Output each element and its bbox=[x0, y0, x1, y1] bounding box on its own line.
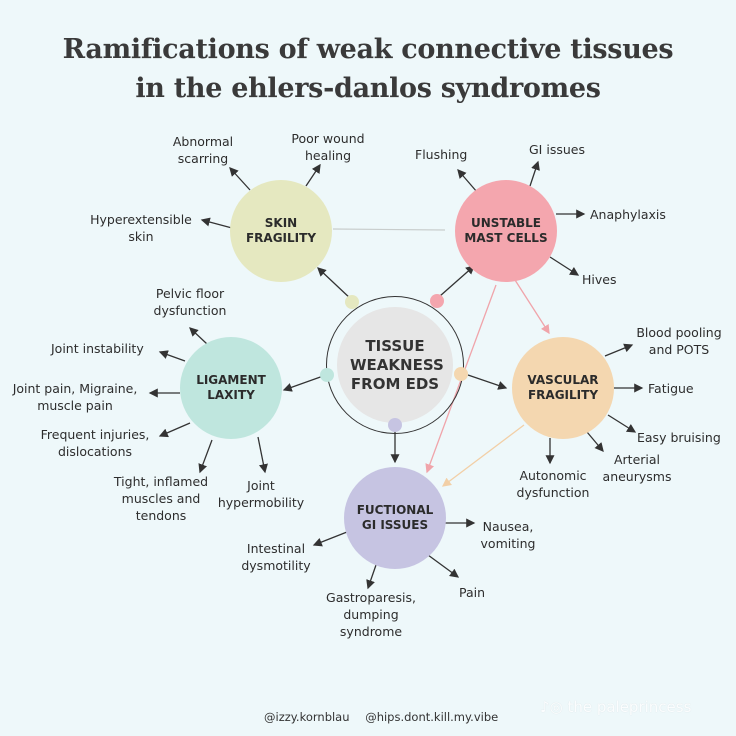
dot-vascular bbox=[454, 367, 468, 381]
footer-credits: @izzy.kornblau @hips.dont.kill.my.vibe bbox=[264, 710, 510, 724]
vascular-item-fatigue: Fatigue bbox=[648, 381, 694, 396]
ligament-item-joint-instability: Joint instability bbox=[51, 341, 144, 356]
skin-fragility-label: SKIN FRAGILITY bbox=[245, 216, 317, 245]
ligament-item-joint-pain: Joint pain, Migraine, muscle pain bbox=[12, 381, 138, 413]
vascular-item-autonomic-dysfunction: Autonomic dysfunction bbox=[516, 468, 590, 500]
arrow-center-vascular bbox=[467, 374, 508, 390]
title-line-1: Ramifications of weak connective tissues bbox=[62, 34, 674, 65]
skin-item-poor-wound-healing: Poor wound healing bbox=[291, 131, 365, 163]
vascular-item-arterial-aneurysms: Arterial aneurysms bbox=[602, 452, 672, 484]
ligament-item-tight-muscles: Tight, inflamed muscles and tendons bbox=[113, 474, 209, 523]
gi-item-pain: Pain bbox=[459, 585, 486, 600]
vascular-item-easy-bruising: Easy bruising bbox=[637, 430, 721, 445]
vascular-fragility-node: VASCULAR FRAGILITY bbox=[512, 337, 614, 439]
skin-item-hyperextensible-skin: Hyperextensible skin bbox=[90, 212, 192, 244]
mast-cells-label: UNSTABLE MAST CELLS bbox=[464, 216, 548, 245]
arrow-center-ligament bbox=[282, 374, 327, 392]
ligament-item-joint-hypermobility: Joint hypermobility bbox=[217, 478, 305, 510]
ligament-item-frequent-injuries: Frequent injuries, dislocations bbox=[40, 427, 150, 459]
footer-handle-1: @izzy.kornblau bbox=[264, 710, 350, 724]
mast-item-gi-issues: GI issues bbox=[529, 142, 585, 157]
gi-issues-node: FUCTIONAL GI ISSUES bbox=[344, 467, 446, 569]
gi-item-nausea-vomiting: Nausea, vomiting bbox=[480, 519, 536, 551]
ligament-laxity-label: LIGAMENT LAXITY bbox=[196, 373, 266, 402]
gi-issues-label: FUCTIONAL GI ISSUES bbox=[356, 503, 434, 532]
dot-gi bbox=[388, 418, 402, 432]
watermark: ♪◎ the paleprincess bbox=[540, 698, 691, 716]
mast-item-anaphylaxis: Anaphylaxis bbox=[590, 207, 666, 222]
arrow-mast-vascular bbox=[514, 279, 550, 335]
center-label: TISSUE WEAKNESS FROM EDS bbox=[350, 336, 444, 393]
arrow-skin-mast bbox=[332, 228, 446, 231]
dot-ligament bbox=[320, 368, 334, 382]
mast-cells-node: UNSTABLE MAST CELLS bbox=[455, 180, 557, 282]
arrow-center-mast bbox=[439, 265, 475, 297]
footer-handle-2: @hips.dont.kill.my.vibe bbox=[365, 710, 499, 724]
vascular-fragility-label: VASCULAR FRAGILITY bbox=[527, 373, 599, 402]
dot-mast bbox=[430, 294, 444, 308]
mast-item-flushing: Flushing bbox=[415, 147, 468, 162]
vascular-item-blood-pooling: Blood pooling and POTS bbox=[636, 325, 722, 357]
title-line-2: in the ehlers-danlos syndromes bbox=[135, 73, 601, 104]
gi-item-intestinal-dysmotility: Intestinal dysmotility bbox=[241, 541, 311, 573]
skin-item-abnormal-scarring: Abnormal scarring bbox=[172, 134, 234, 166]
ligament-item-pelvic-floor: Pelvic floor dysfunction bbox=[153, 286, 227, 318]
dot-skin bbox=[345, 295, 359, 309]
skin-fragility-node: SKIN FRAGILITY bbox=[230, 180, 332, 282]
diagram-title: Ramifications of weak connective tissues… bbox=[0, 30, 736, 108]
gi-item-gastroparesis: Gastroparesis, dumping syndrome bbox=[326, 590, 416, 639]
watermark-text: the paleprincess bbox=[567, 698, 692, 716]
mast-item-hives: Hives bbox=[582, 272, 617, 287]
ligament-laxity-node: LIGAMENT LAXITY bbox=[180, 337, 282, 439]
arrow-vascular-gi bbox=[441, 424, 525, 487]
watermark-icon: ♪◎ bbox=[540, 698, 568, 716]
center-ring bbox=[326, 296, 464, 434]
center-circle: TISSUE WEAKNESS FROM EDS bbox=[337, 307, 453, 423]
arrow-center-skin bbox=[317, 267, 353, 301]
